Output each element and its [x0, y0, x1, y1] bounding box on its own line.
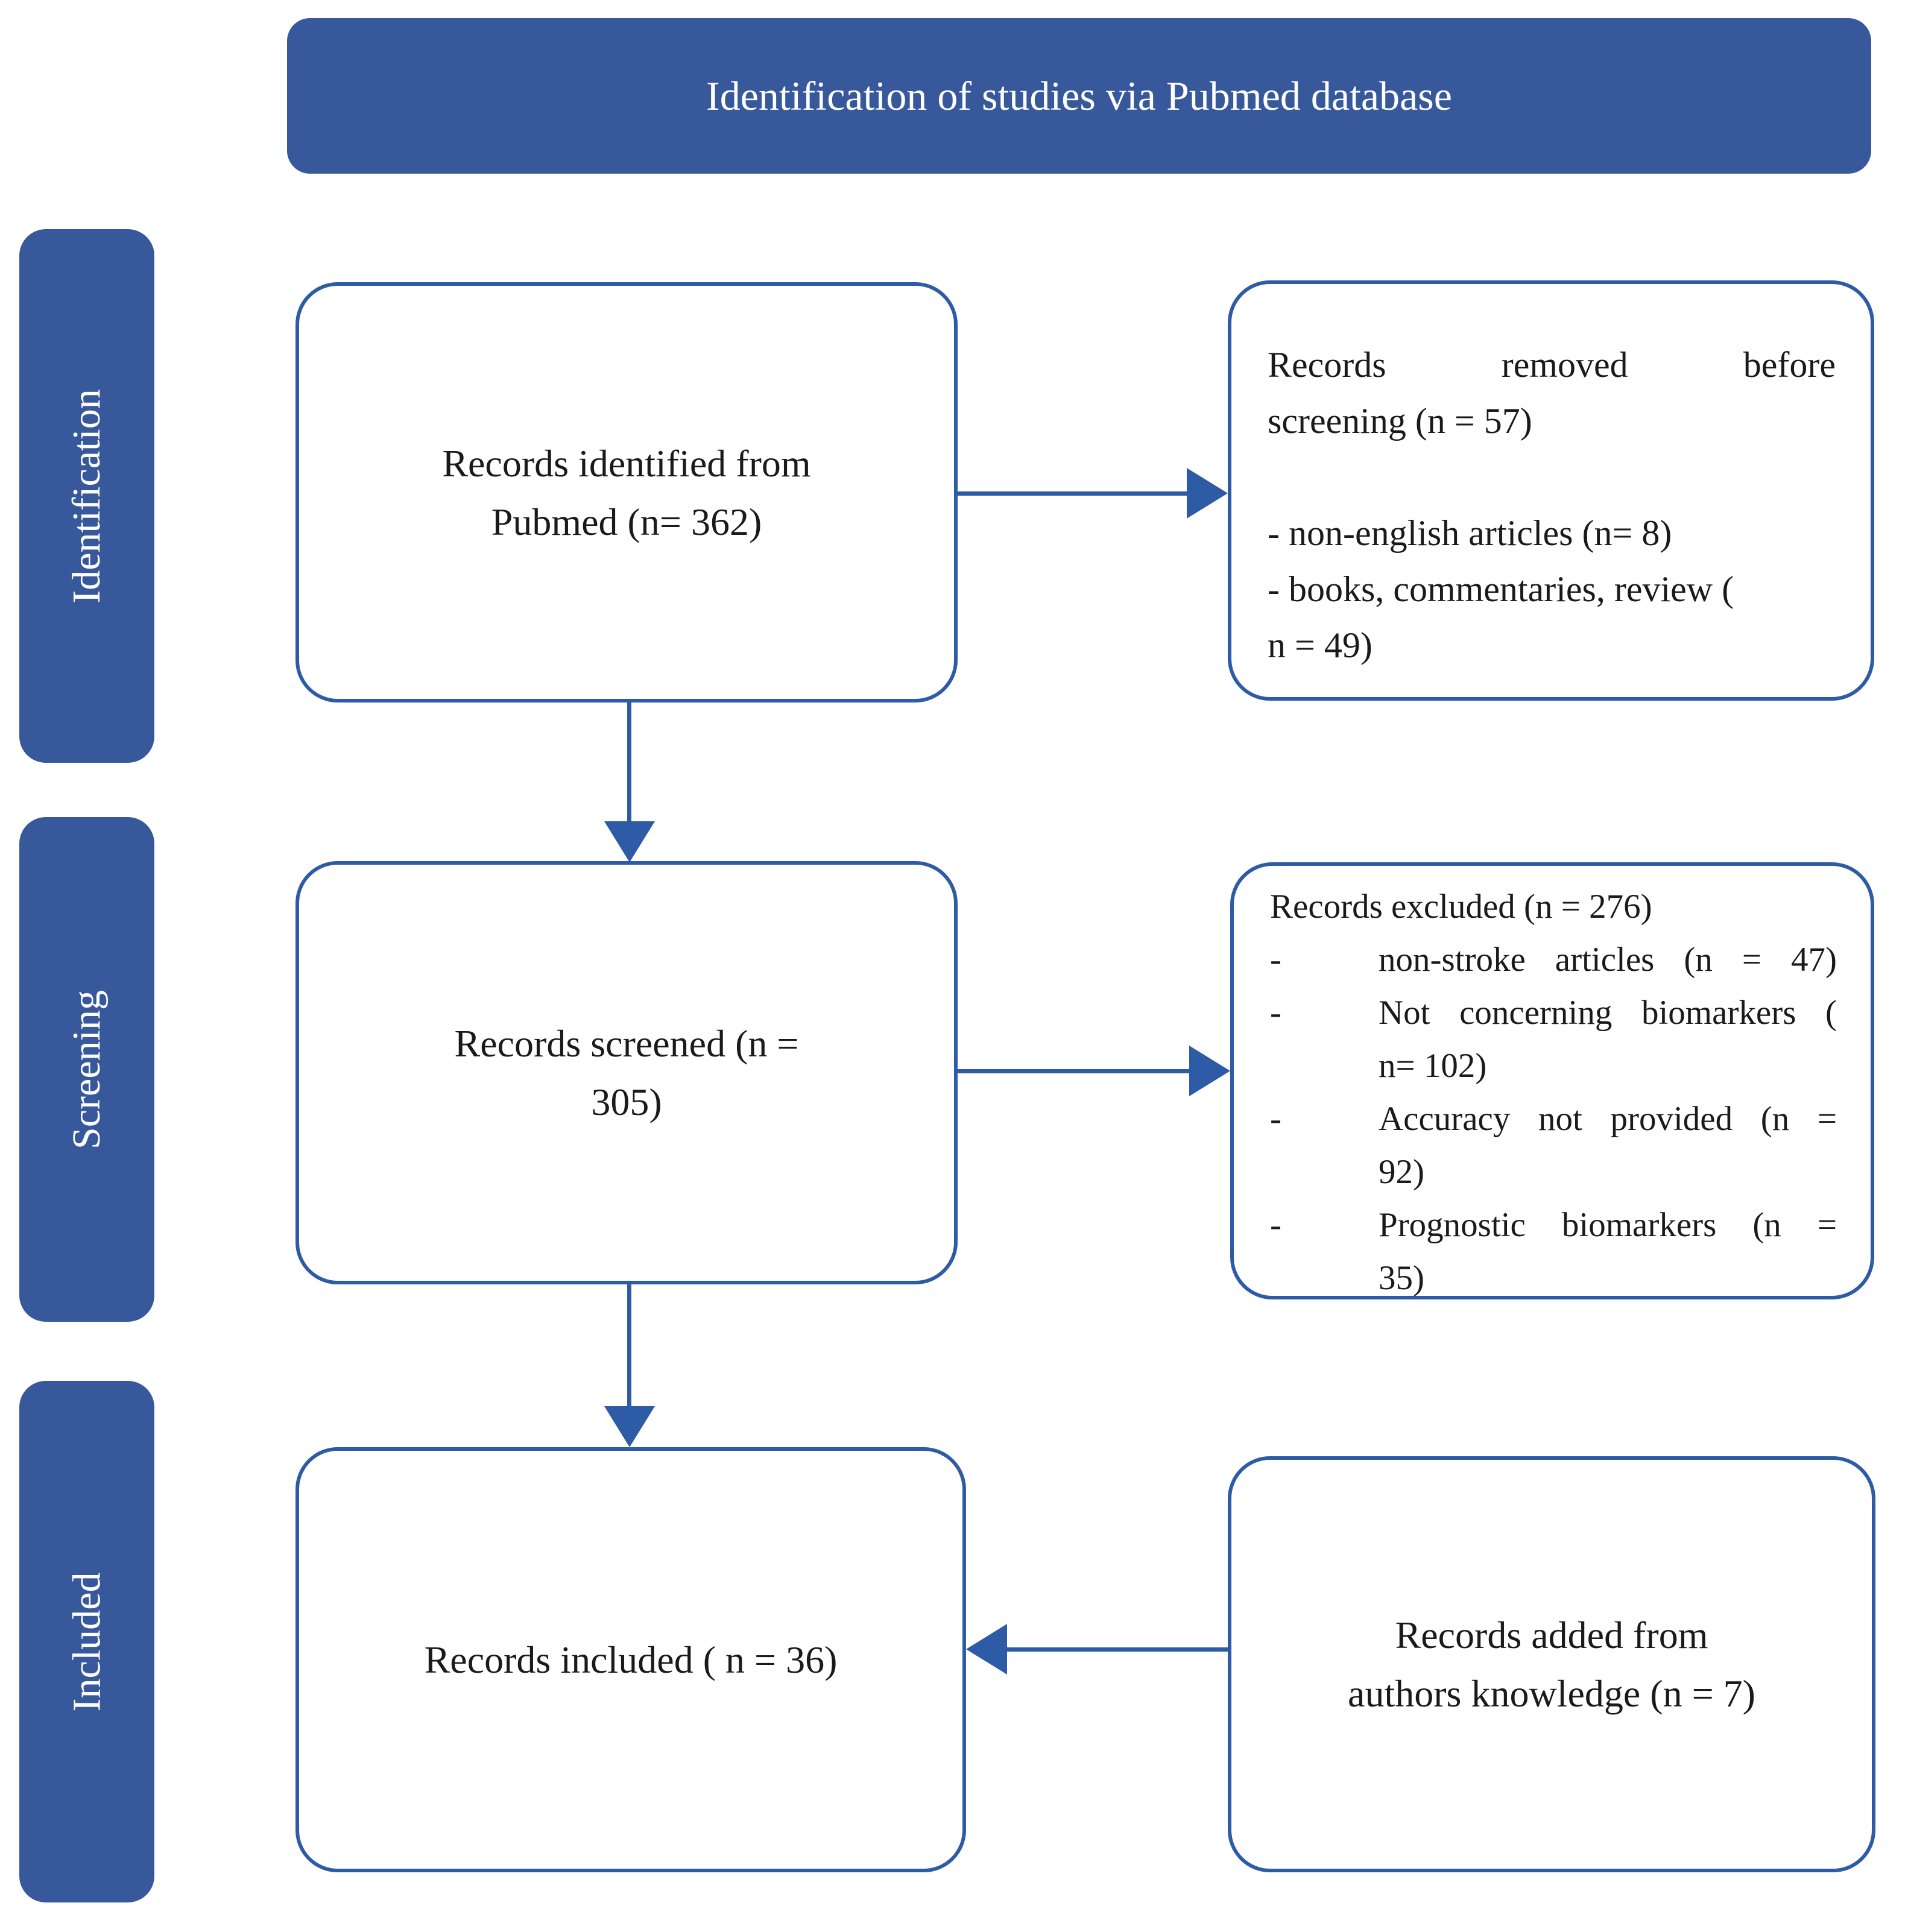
bullet-dash: -: [1270, 941, 1281, 979]
stage-band-included: Included: [19, 1381, 154, 1902]
arrowhead-right-icon: [1189, 1046, 1230, 1096]
stage-band-identification: Identification: [19, 229, 154, 763]
excluded-bullet-2-text: Not concerning biomarkers (: [1379, 994, 1837, 1032]
box-records-included: Records included ( n = 36): [295, 1447, 966, 1872]
arrowhead-right-icon: [1187, 468, 1228, 519]
box-records-added-line2: authors knowledge (n = 7): [1348, 1672, 1755, 1715]
excluded-bullet-3-cont-text: 92): [1379, 1153, 1424, 1191]
excluded-bullet-1: - non-stroke articles (n = 47): [1270, 933, 1837, 987]
box-records-added-line1: Records added from: [1395, 1614, 1708, 1656]
excluded-bullet-1-text: non-stroke articles (n = 47): [1379, 941, 1837, 979]
header-banner: Identification of studies via Pubmed dat…: [287, 18, 1871, 174]
excluded-bullet-2-cont: n= 102): [1270, 1040, 1837, 1093]
connector-screened-to-excluded: [958, 1069, 1195, 1073]
arrowhead-left-icon: [966, 1624, 1007, 1675]
box-records-removed: Records removed before screening (n = 57…: [1228, 280, 1874, 701]
box-records-screened-line1: Records screened (n =: [454, 1022, 799, 1065]
box-records-excluded: Records excluded (n = 276) - non-stroke …: [1230, 862, 1874, 1299]
box-records-removed-bullet2-cont: n = 49): [1268, 625, 1373, 665]
stage-label-screening: Screening: [65, 990, 109, 1149]
excluded-bullet-4: - Prognostic biomarkers (n =: [1270, 1199, 1837, 1252]
spacer: [1268, 449, 1836, 505]
box-records-identified: Records identified from Pubmed (n= 362): [295, 282, 958, 702]
excluded-bullet-2-cont-text: n= 102): [1379, 1047, 1487, 1085]
excluded-bullet-3-text: Accuracy not provided (n =: [1379, 1100, 1837, 1138]
excluded-bullet-4-text: Prognostic biomarkers (n =: [1379, 1206, 1837, 1244]
excluded-bullet-4-cont: 35): [1270, 1252, 1837, 1305]
diagram-title: Identification of studies via Pubmed dat…: [706, 72, 1452, 119]
bullet-dash: -: [1270, 994, 1281, 1032]
box-records-removed-bullet1: - non-english articles (n= 8): [1268, 513, 1672, 553]
box-records-identified-line2: Pubmed (n= 362): [491, 500, 762, 543]
excluded-bullet-4-cont-text: 35): [1379, 1259, 1424, 1297]
box-records-screened: Records screened (n = 305): [295, 861, 958, 1284]
box-records-added: Records added from authors knowledge (n …: [1228, 1456, 1875, 1872]
box-records-included-line1: Records included ( n = 36): [424, 1638, 838, 1681]
connector-identified-to-removed: [958, 491, 1193, 496]
box-records-removed-line1: Records removed before: [1268, 345, 1836, 385]
box-records-removed-bullet2: - books, commentaries, review (: [1268, 569, 1734, 609]
box-records-identified-line1: Records identified from: [442, 441, 811, 485]
bullet-dash: -: [1270, 1100, 1281, 1138]
box-records-excluded-title: Records excluded (n = 276): [1270, 888, 1652, 926]
excluded-bullet-3: - Accuracy not provided (n =: [1270, 1093, 1837, 1146]
stage-label-identification: Identification: [65, 388, 109, 604]
stage-band-screening: Screening: [19, 817, 154, 1322]
connector-added-to-included: [1001, 1647, 1228, 1652]
box-records-removed-line2: screening (n = 57): [1268, 401, 1532, 441]
excluded-bullet-3-cont: 92): [1270, 1146, 1837, 1199]
excluded-bullet-2: - Not concerning biomarkers (: [1270, 987, 1837, 1040]
bullet-dash: -: [1270, 1206, 1281, 1244]
connector-screened-to-included: [627, 1284, 631, 1411]
box-records-screened-line2: 305): [591, 1081, 662, 1123]
arrowhead-down-icon: [604, 1406, 655, 1447]
connector-identified-to-screened: [627, 702, 631, 826]
arrowhead-down-icon: [604, 821, 655, 862]
stage-label-included: Included: [65, 1572, 109, 1711]
